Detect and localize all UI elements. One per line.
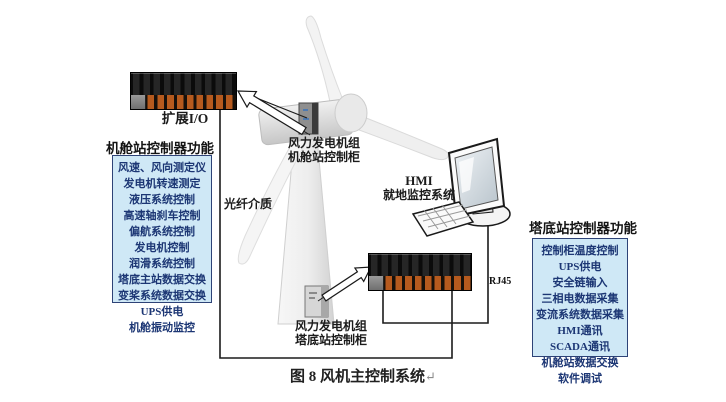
turbine-blade-right xyxy=(339,109,449,161)
nacelle-io-module xyxy=(130,72,237,110)
panel-item: 高速轴刹车控制 xyxy=(123,210,201,222)
module-slot-row xyxy=(131,73,236,95)
panel-item: 变流系统数据采集 xyxy=(536,309,624,321)
figure-caption-text: 图 8 风机主控制系统 xyxy=(290,369,426,385)
hmi-computer xyxy=(411,137,511,237)
panel-item: 发电机转速测定 xyxy=(123,178,201,190)
panel-item: UPS供电 xyxy=(140,306,184,318)
panel-item: SCADA通讯 xyxy=(550,341,610,353)
nacelle-function-panel: 风速、风向测定仪 发电机转速测定 液压系统控制 高速轴刹车控制 偏航系统控制 发… xyxy=(112,155,212,334)
panel-item: 控制柜温度控制 xyxy=(541,245,619,257)
cabinet-to-module-arrow xyxy=(321,266,373,302)
nacelle-to-module-arrow xyxy=(236,90,307,136)
module-terminal-blocks xyxy=(384,276,471,290)
paragraph-return-mark: ↵ xyxy=(425,369,436,384)
turbine-hub xyxy=(334,93,368,133)
expansion-io-label: 扩展I/O xyxy=(161,111,209,126)
turbine-blade-up xyxy=(305,15,344,103)
tower-panel-title: 塔底站控制器功能 xyxy=(529,221,637,236)
figure-caption: 图 8 风机主控制系统↵ xyxy=(0,365,726,386)
panel-item: 润滑系统控制 xyxy=(129,258,195,270)
hmi-label-line1: HMI xyxy=(405,173,433,188)
nacelle-cabinet-label-line2: 机舱站控制柜 xyxy=(287,150,360,165)
panel-item: 塔底主站数据交换 xyxy=(118,274,206,286)
panel-item: 机舱站数据交换 xyxy=(541,357,619,369)
fiber-medium-label: 光纤介质 xyxy=(223,197,272,211)
turbine-blade-left xyxy=(237,102,328,265)
module-terminal-blocks xyxy=(146,95,236,109)
tower-cabinet-label-line2: 塔底站控制柜 xyxy=(294,333,367,348)
nacelle-panel-title: 机舱站控制器功能 xyxy=(106,141,214,156)
keyboard xyxy=(411,201,475,237)
panel-item: HMI通讯 xyxy=(557,325,603,337)
rj45-wire xyxy=(382,225,489,324)
tower-base-cabinet xyxy=(304,285,329,318)
module-slot-row xyxy=(369,254,471,276)
tower-io-module xyxy=(368,253,472,291)
tower-function-panel: 控制柜温度控制 UPS供电 安全链输入 三相电数据采集 变流系统数据采集 HMI… xyxy=(532,238,628,385)
tower-cabinet-label: 风力发电机组 塔底站控制柜 xyxy=(287,319,375,347)
hmi-label: HMI 就地监控系统 xyxy=(378,173,460,202)
hmi-label-line2: 就地监控系统 xyxy=(382,188,455,203)
monitor-screen-glare xyxy=(459,157,474,193)
fiber-optic-wire xyxy=(219,109,453,359)
panel-item: 机舱振动监控 xyxy=(129,322,195,334)
panel-item: 软件调试 xyxy=(558,373,602,385)
panel-item: 三相电数据采集 xyxy=(541,293,619,305)
rj45-label: RJ45 xyxy=(489,276,512,287)
panel-item: 偏航系统控制 xyxy=(129,226,195,238)
panel-item: 变桨系统数据交换 xyxy=(118,290,206,302)
panel-item: UPS供电 xyxy=(558,261,602,273)
module-side-tab xyxy=(369,276,384,290)
module-side-tab xyxy=(131,95,146,109)
nacelle-cabinet-label: 风力发电机组 机舱站控制柜 xyxy=(280,136,368,164)
panel-item: 液压系统控制 xyxy=(129,194,195,206)
wind-turbine xyxy=(237,15,449,325)
panel-item: 风速、风向测定仪 xyxy=(118,162,206,174)
panel-item: 发电机控制 xyxy=(134,242,190,254)
panel-item: 安全链输入 xyxy=(552,277,608,289)
nacelle-cabinet-label-line1: 风力发电机组 xyxy=(287,136,360,150)
tower-cabinet-label-line1: 风力发电机组 xyxy=(294,319,367,333)
